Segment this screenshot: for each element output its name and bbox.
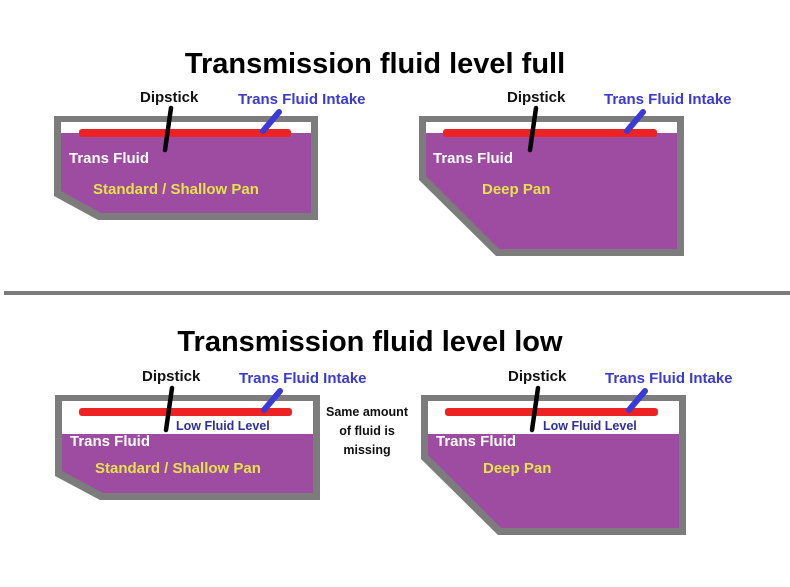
dipstick-label: Dipstick xyxy=(142,368,201,385)
intake-tube xyxy=(624,109,646,134)
low-level-label: Low Fluid Level xyxy=(543,419,637,433)
trans-fluid-label: Trans Fluid xyxy=(436,433,516,450)
dipstick-rod xyxy=(527,105,539,153)
deep-pan-full: Dipstick Trans Fluid Intake Trans Fluid … xyxy=(419,89,732,256)
intake-label: Trans Fluid Intake xyxy=(239,370,367,387)
title-level-low: Transmission fluid level low xyxy=(177,326,563,358)
dipstick-label: Dipstick xyxy=(140,89,199,106)
fluid-level-line xyxy=(79,408,292,416)
trans-fluid-label: Trans Fluid xyxy=(70,433,150,450)
dipstick-label: Dipstick xyxy=(507,89,566,106)
shallow-pan-full: Dipstick Trans Fluid Intake Trans Fluid … xyxy=(54,89,366,220)
intake-label: Trans Fluid Intake xyxy=(604,91,732,108)
trans-fluid-body xyxy=(426,133,677,249)
note-line-2: of fluid is xyxy=(339,424,395,438)
trans-fluid-body xyxy=(61,133,311,213)
fluid-level-line xyxy=(445,408,658,416)
intake-label: Trans Fluid Intake xyxy=(605,370,733,387)
missing-fluid-note: Same amount of fluid is missing xyxy=(318,403,416,460)
pan-type-label: Standard / Shallow Pan xyxy=(93,181,259,198)
dipstick-rod xyxy=(163,385,175,433)
trans-fluid-body xyxy=(62,434,313,493)
trans-fluid-body xyxy=(428,434,679,528)
intake-tube xyxy=(260,109,282,134)
intake-tube xyxy=(626,388,648,413)
trans-fluid-label: Trans Fluid xyxy=(69,150,149,167)
intake-tube xyxy=(261,388,283,413)
dipstick-label: Dipstick xyxy=(508,368,567,385)
deep-pan-low: Dipstick Trans Fluid Intake Low Fluid Le… xyxy=(421,368,733,535)
section-divider xyxy=(4,291,790,295)
intake-label: Trans Fluid Intake xyxy=(238,91,366,108)
pan-type-label: Deep Pan xyxy=(482,181,550,198)
pan-type-label: Standard / Shallow Pan xyxy=(95,460,261,477)
low-level-label: Low Fluid Level xyxy=(176,419,270,433)
title-level-full: Transmission fluid level full xyxy=(184,48,566,80)
trans-fluid-label: Trans Fluid xyxy=(433,150,513,167)
fluid-level-line xyxy=(443,129,657,137)
note-line-1: Same amount xyxy=(326,405,408,419)
dipstick-rod xyxy=(529,385,541,433)
fluid-level-line xyxy=(79,129,291,137)
pan-type-label: Deep Pan xyxy=(483,460,551,477)
shallow-pan-low: Dipstick Trans Fluid Intake Low Fluid Le… xyxy=(55,368,367,500)
note-line-3: missing xyxy=(343,443,391,457)
dipstick-rod xyxy=(162,105,174,153)
